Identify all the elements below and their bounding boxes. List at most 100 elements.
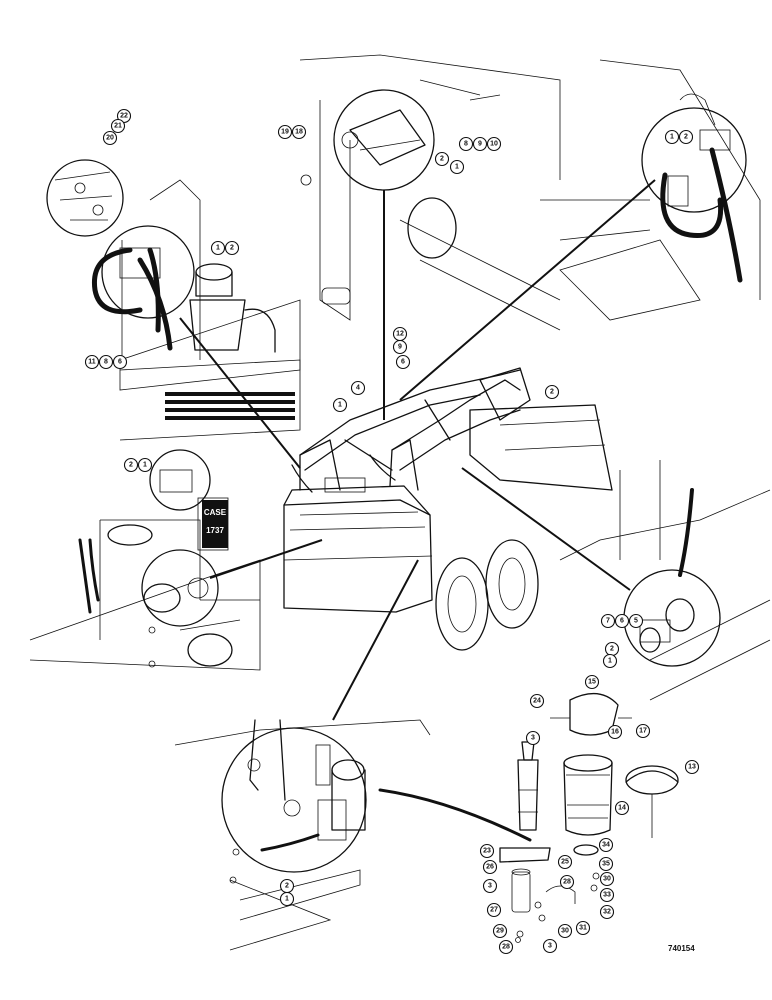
callout-circle	[600, 613, 616, 629]
callout-31: 31	[575, 920, 591, 936]
callout-13: 13	[684, 759, 700, 775]
callout-circle	[492, 923, 508, 939]
callout-number: 30	[603, 876, 611, 883]
callout-number: 23	[483, 848, 491, 855]
callout-circle	[575, 920, 591, 936]
inset-top-left-small	[46, 159, 124, 237]
callout-circle	[557, 923, 573, 939]
callout-number: 24	[533, 698, 541, 705]
inset-left-machine	[91, 179, 301, 441]
callout-number: 3	[488, 883, 492, 890]
inset-middle-right	[559, 460, 771, 701]
callout-top-1: 1	[449, 159, 465, 175]
callout-number: 3	[548, 943, 552, 950]
callout-number: 35	[602, 861, 610, 868]
callout-circle	[599, 904, 615, 920]
callout-circle	[291, 124, 307, 140]
callout-circle	[614, 800, 630, 816]
callout-number: 2	[285, 883, 289, 890]
callout-number: 2	[230, 245, 234, 252]
callout-number: 2	[684, 134, 688, 141]
callout-circle	[84, 354, 100, 370]
callout-circle	[112, 354, 128, 370]
callout-number: 2	[610, 646, 614, 653]
callout-circle	[332, 397, 348, 413]
callout-35: 35	[598, 856, 614, 872]
callout-circle	[482, 878, 498, 894]
callout-circle	[137, 457, 153, 473]
callout-circle	[123, 457, 139, 473]
callout-circle	[598, 856, 614, 872]
callout-bucket-2: 2	[544, 384, 560, 400]
callout-circle	[279, 891, 295, 907]
callout-29: 29	[492, 923, 508, 939]
callout-34: 34	[598, 837, 614, 853]
leader-lines	[179, 179, 656, 842]
callout-circle	[210, 240, 226, 256]
callout-number: 13	[688, 764, 696, 771]
callout-circle	[599, 871, 615, 887]
callout-number: 15	[588, 679, 596, 686]
callout-number: 14	[618, 805, 626, 812]
callout-3b: 3	[482, 878, 498, 894]
callout-number: 28	[502, 944, 510, 951]
callout-circle	[684, 759, 700, 775]
callout-number: 1	[285, 896, 289, 903]
callout-number: 21	[114, 123, 122, 130]
callout-number: 22	[120, 113, 128, 120]
callout-number: 3	[531, 735, 535, 742]
callout-27: 27	[486, 902, 502, 918]
callout-circle	[678, 129, 694, 145]
callout-3c: 3	[542, 938, 558, 954]
decal-text-2: 1737	[206, 526, 224, 535]
callout-circle	[614, 613, 630, 629]
callout-number: 28	[563, 879, 571, 886]
callout-28: 28	[559, 874, 575, 890]
callout-number: 2	[129, 462, 133, 469]
callout-number: 8	[464, 141, 468, 148]
callout-circle	[449, 159, 465, 175]
callout-number: 6	[118, 359, 122, 366]
callout-28b: 28	[498, 939, 514, 955]
callout-number: 17	[639, 728, 647, 735]
callout-number: 5	[634, 618, 638, 625]
callout-number: 1	[608, 658, 612, 665]
callout-circle	[542, 938, 558, 954]
callout-number: 2	[550, 389, 554, 396]
callout-mid-1: 1	[332, 397, 348, 413]
callout-number: 10	[490, 141, 498, 148]
decal: CASE 1737	[202, 500, 228, 548]
callout-circle	[498, 939, 514, 955]
callout-circle	[525, 730, 541, 746]
callout-circle	[635, 723, 651, 739]
callout-circle	[350, 380, 366, 396]
callout-number: 2	[440, 156, 444, 163]
callout-number: 31	[579, 925, 587, 932]
callout-number: 7	[606, 618, 610, 625]
callout-number: 1	[216, 245, 220, 252]
callout-30a: 30	[599, 871, 615, 887]
callout-14: 14	[614, 800, 630, 816]
callout-circle	[434, 151, 450, 167]
callout-circle	[458, 136, 474, 152]
callout-mr-2: 2	[604, 641, 620, 657]
callout-mid-9: 9	[392, 339, 408, 355]
callout-mid-4: 4	[350, 380, 366, 396]
callout-circle	[607, 724, 623, 740]
drawing-number: 740154	[668, 944, 695, 953]
callout-circle	[664, 129, 680, 145]
callout-number: 25	[561, 859, 569, 866]
callout-number: 18	[295, 129, 303, 136]
callout-number: 1	[338, 402, 342, 409]
callout-circle	[486, 902, 502, 918]
callout-circle	[584, 674, 600, 690]
callout-circle	[110, 118, 126, 134]
callout-circle	[602, 653, 618, 669]
callout-circle	[544, 384, 560, 400]
